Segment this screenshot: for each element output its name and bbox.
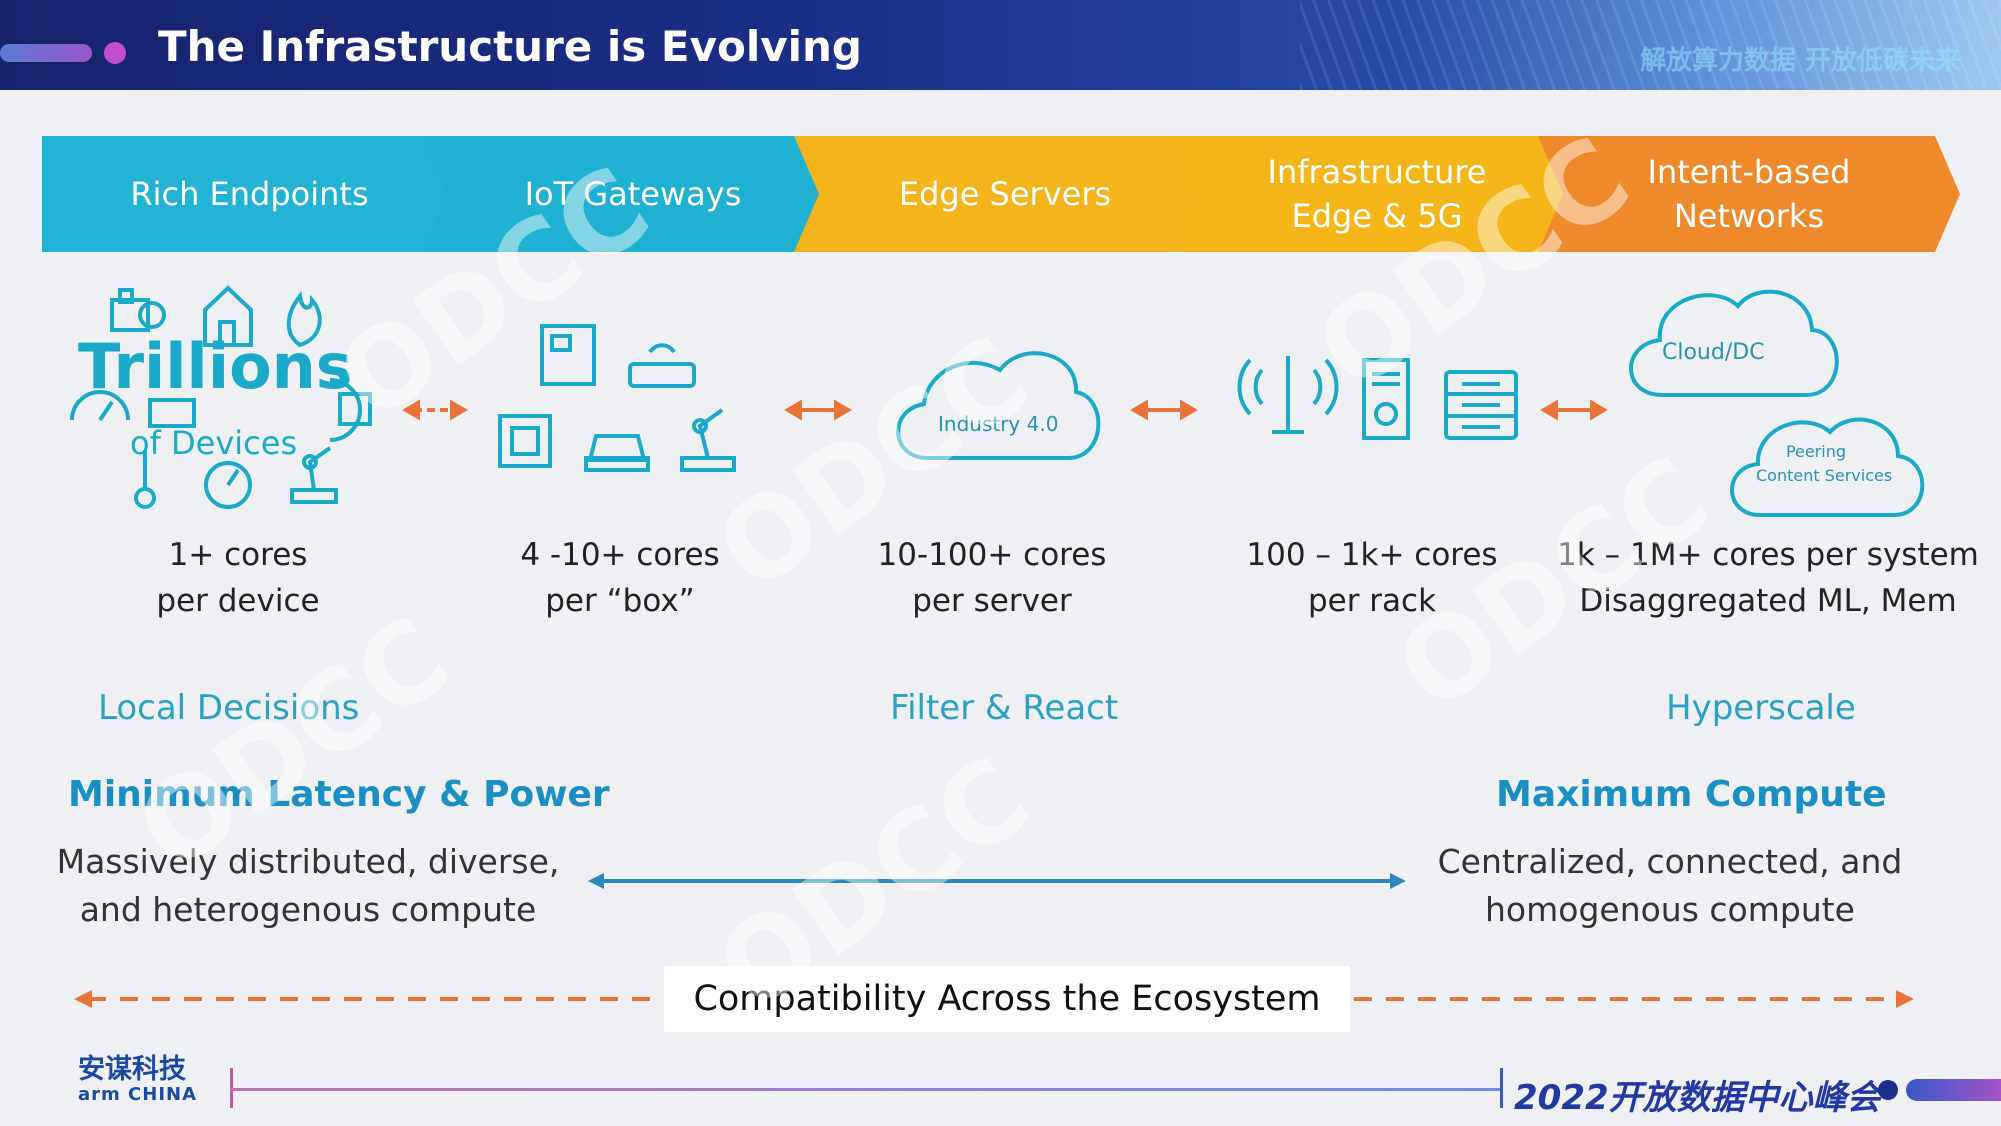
cores-intent-networks: 1k – 1M+ cores per system Disaggregated … bbox=[1548, 532, 1988, 624]
cores-line2: per “box” bbox=[545, 583, 695, 619]
footer-line bbox=[230, 1088, 1502, 1091]
right-description: Centralized, connected, and homogenous c… bbox=[1420, 838, 1920, 934]
cores-infrastructure-edge: 100 – 1k+ cores per rack bbox=[1222, 532, 1522, 624]
chevron-label: Edge Servers bbox=[898, 175, 1112, 213]
cores-line1: 1k – 1M+ cores per system bbox=[1557, 537, 1979, 573]
chevron-intent-based-networks: Intent-based Networks bbox=[1538, 136, 1960, 252]
chevron-rich-endpoints: Rich Endpoints bbox=[42, 136, 487, 252]
chevron-label-line2: Networks bbox=[1673, 197, 1825, 235]
cores-rich-endpoints: 1+ cores per device bbox=[108, 532, 368, 624]
peering-cloud-icon bbox=[1730, 417, 1925, 517]
nfc-icon bbox=[329, 378, 372, 442]
cores-iot-gateways: 4 -10+ cores per “box” bbox=[480, 532, 760, 624]
right-description-line2: homogenous compute bbox=[1485, 890, 1855, 929]
slide-title: The Infrastructure is Evolving bbox=[158, 22, 862, 71]
robot-arm-icon bbox=[290, 446, 338, 504]
summit-title: 2022开放数据中心峰会 bbox=[1514, 1078, 1881, 1118]
heading-minimum-latency: Minimum Latency & Power bbox=[68, 774, 610, 815]
left-description-line2: and heterogenous compute bbox=[79, 890, 537, 929]
footer-divider bbox=[1500, 1068, 1503, 1108]
server-rack-icon bbox=[1444, 370, 1518, 440]
cores-line1: 10-100+ cores bbox=[877, 537, 1107, 573]
double-arrow-icon bbox=[402, 399, 468, 421]
left-description: Massively distributed, diverse, and hete… bbox=[54, 838, 562, 934]
chip-icon bbox=[498, 414, 552, 468]
cores-line2: per device bbox=[156, 583, 320, 619]
cores-line1: 100 – 1k+ cores bbox=[1246, 537, 1498, 573]
chevron-label-line1: Infrastructure bbox=[1267, 153, 1487, 191]
compatibility-label: Compatibility Across the Ecosystem bbox=[664, 966, 1350, 1032]
trillions-heading: Trillions bbox=[78, 330, 353, 403]
header-light-streaks bbox=[1300, 0, 2001, 90]
cores-line1: 1+ cores bbox=[168, 537, 308, 573]
gauge-icon bbox=[70, 390, 130, 422]
chevron-label-line2: Edge & 5G bbox=[1291, 197, 1463, 235]
header-accent-dot bbox=[104, 42, 126, 64]
double-arrow-icon bbox=[784, 399, 852, 421]
stage-local-decisions: Local Decisions bbox=[98, 688, 360, 728]
chevron-edge-servers: Edge Servers bbox=[794, 136, 1216, 252]
industry-cloud-label: Industry 4.0 bbox=[938, 412, 1059, 436]
heading-maximum-compute: Maximum Compute bbox=[1496, 774, 1887, 815]
header-banner: The Infrastructure is Evolving 解放算力数据 开放… bbox=[0, 0, 2001, 90]
flame-icon bbox=[286, 291, 322, 348]
router-icon bbox=[628, 343, 696, 388]
panel-device-icon bbox=[540, 324, 596, 386]
left-description-line1: Massively distributed, diverse, bbox=[56, 842, 560, 881]
trillions-subheading: of Devices bbox=[130, 424, 298, 462]
stage-filter-react: Filter & React bbox=[890, 688, 1119, 728]
chevron-label-line1: Intent-based bbox=[1647, 153, 1851, 191]
server-unit-icon bbox=[1362, 358, 1410, 440]
cores-line2: per rack bbox=[1307, 583, 1437, 619]
cloud-dc-label: Cloud/DC bbox=[1662, 340, 1765, 365]
cores-line2: Disaggregated ML, Mem bbox=[1579, 583, 1957, 619]
cores-edge-servers: 10-100+ cores per server bbox=[850, 532, 1134, 624]
arm-china-logo-en: arm CHINA bbox=[78, 1084, 198, 1105]
robot-arm-icon bbox=[680, 408, 736, 472]
spectrum-double-arrow bbox=[588, 873, 1406, 889]
cores-line2: per server bbox=[912, 583, 1072, 619]
engine-icon bbox=[148, 398, 196, 428]
device-icons-area bbox=[70, 285, 1925, 517]
header-accent-bar bbox=[0, 44, 92, 62]
ecosystem-dashed-arrow bbox=[74, 990, 1914, 1008]
chevron-iot-gateways: IoT Gateways bbox=[422, 136, 844, 252]
industry-cloud-icon bbox=[896, 351, 1101, 460]
arm-china-logo-cn: 安谋科技 bbox=[78, 1054, 186, 1085]
chevron-label: Rich Endpoints bbox=[130, 175, 369, 213]
cloud-dc-icon bbox=[1629, 289, 1839, 397]
connector-arrows bbox=[402, 399, 1608, 421]
factory-icon bbox=[110, 288, 166, 332]
footer-accent-dot bbox=[1878, 1080, 1898, 1100]
chevron-label: IoT Gateways bbox=[524, 175, 742, 213]
footer-accent-bar bbox=[1906, 1079, 2001, 1101]
arm-china-logo: 安谋科技 arm CHINA bbox=[78, 1055, 197, 1105]
thermometer-icon bbox=[134, 450, 156, 509]
house-icon bbox=[203, 285, 253, 347]
double-arrow-icon bbox=[1540, 399, 1608, 421]
stage-hyperscale: Hyperscale bbox=[1666, 688, 1856, 728]
peering-label: Peering Content Services bbox=[1756, 440, 1893, 488]
car-icon bbox=[584, 434, 650, 472]
double-arrow-icon bbox=[1130, 399, 1198, 421]
chevron-infrastructure-edge: Infrastructure Edge & 5G bbox=[1166, 136, 1588, 252]
header-slogan: 解放算力数据 开放低碳未来 bbox=[1639, 46, 1961, 76]
peering-label-line1: Peering bbox=[1785, 442, 1847, 461]
right-description-line1: Centralized, connected, and bbox=[1437, 842, 1903, 881]
cores-line1: 4 -10+ cores bbox=[520, 537, 720, 573]
clock-icon bbox=[204, 461, 252, 509]
cell-tower-icon bbox=[1237, 356, 1339, 434]
peering-label-line2: Content Services bbox=[1756, 466, 1893, 485]
